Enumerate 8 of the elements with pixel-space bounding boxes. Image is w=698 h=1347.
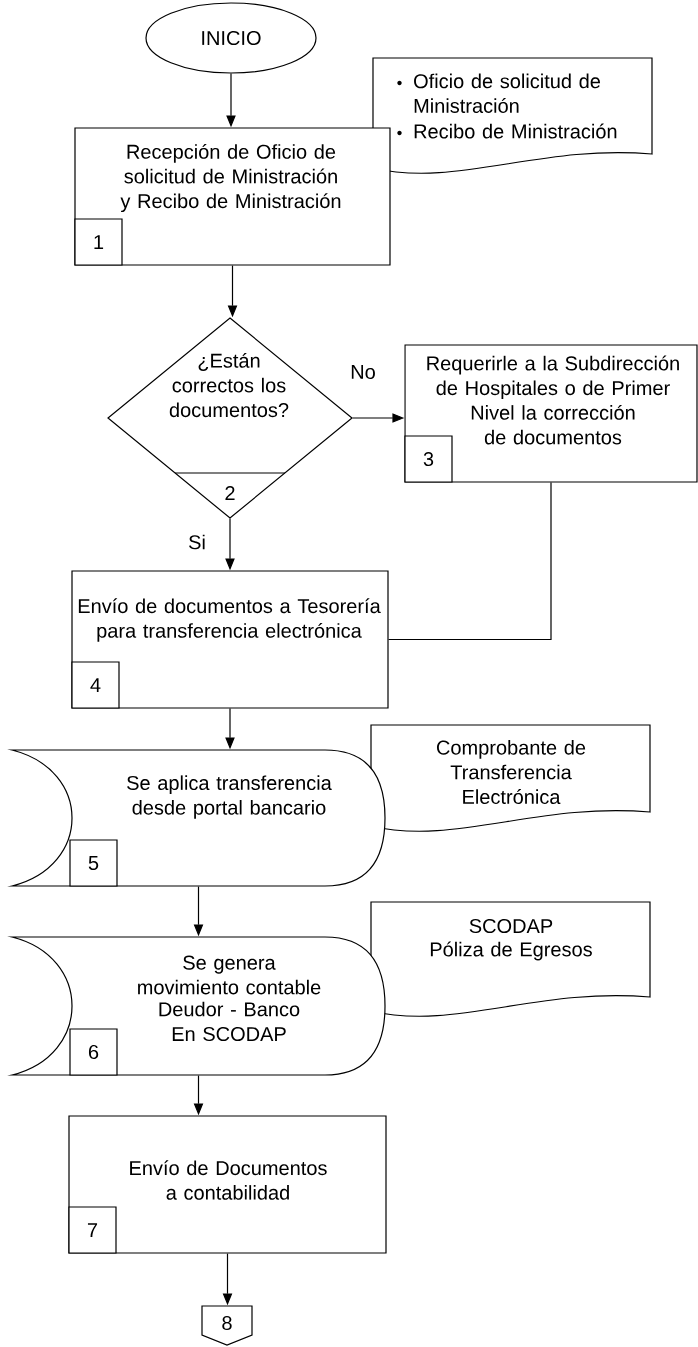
step-number-box: 3 [404, 435, 453, 483]
edge-label: No [348, 363, 378, 381]
edge-label: Si [186, 533, 208, 551]
step-number-box: 7 [68, 1206, 117, 1254]
step-number: 2 [225, 486, 235, 500]
step-number-box: 4 [71, 661, 120, 709]
off-page-connector: 8 [201, 1305, 253, 1346]
step-number-box: 1 [74, 218, 123, 266]
